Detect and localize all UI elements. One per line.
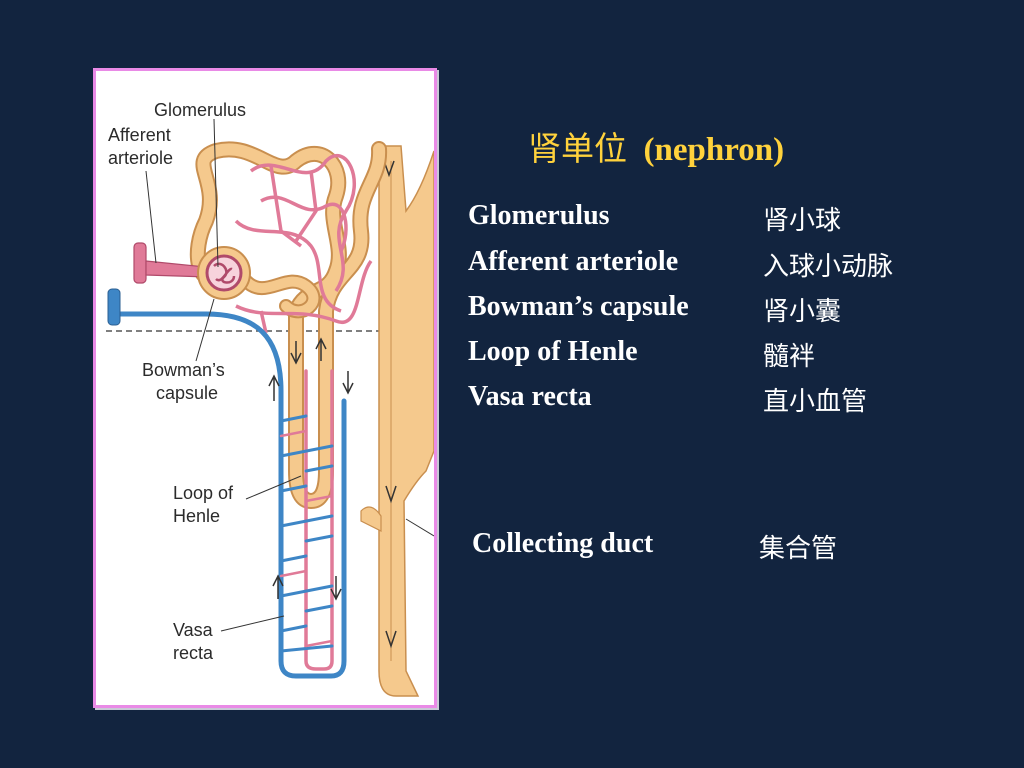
slide-title: 肾单位 (nephron)	[528, 122, 784, 170]
term-zh: 肾小囊	[763, 297, 842, 327]
collecting-duct	[360, 145, 434, 697]
term-en: Vasa recta	[468, 381, 592, 412]
term-zh: 肾小球	[763, 206, 842, 236]
label-bowmans-line2: capsule	[156, 383, 218, 403]
vasa-recta	[107, 288, 347, 679]
flow-arrows	[268, 337, 354, 601]
label-glomerulus: Glomerulus	[154, 100, 246, 120]
term-en: Bowman’s capsule	[468, 291, 689, 322]
term-en: Afferent arteriole	[468, 246, 679, 277]
label-afferent-line1: Afferent	[108, 125, 171, 145]
term-zh: 直小血管	[763, 387, 868, 417]
label-vasa-line1: Vasa	[173, 620, 214, 640]
term-zh: 髓袢	[763, 342, 816, 372]
title-chinese: 肾单位	[528, 132, 627, 168]
title-english: (nephron)	[643, 132, 785, 168]
nephron-figure: Glomerulus Afferent arteriole Bowman’s c…	[93, 68, 437, 708]
term-en: Glomerulus	[468, 200, 610, 231]
convoluted-tubules	[189, 141, 388, 510]
afferent-arteriole	[133, 242, 209, 284]
term-zh: 入球小动脉	[763, 252, 894, 282]
label-vasa-line2: recta	[173, 643, 214, 663]
peritubular-capillaries	[234, 153, 373, 334]
nephron-diagram: Glomerulus Afferent arteriole Bowman’s c…	[106, 100, 434, 697]
label-bowmans-line1: Bowman’s	[142, 360, 225, 380]
label-afferent-line2: arteriole	[108, 148, 173, 168]
term-en: Collecting duct	[472, 528, 654, 559]
leader-lines	[145, 118, 434, 632]
label-loop-line1: Loop of	[173, 483, 234, 503]
label-loop-line2: Henle	[173, 506, 220, 526]
term-en: Loop of Henle	[468, 336, 638, 367]
glomerulus	[197, 246, 251, 300]
term-zh: 集合管	[759, 534, 838, 564]
